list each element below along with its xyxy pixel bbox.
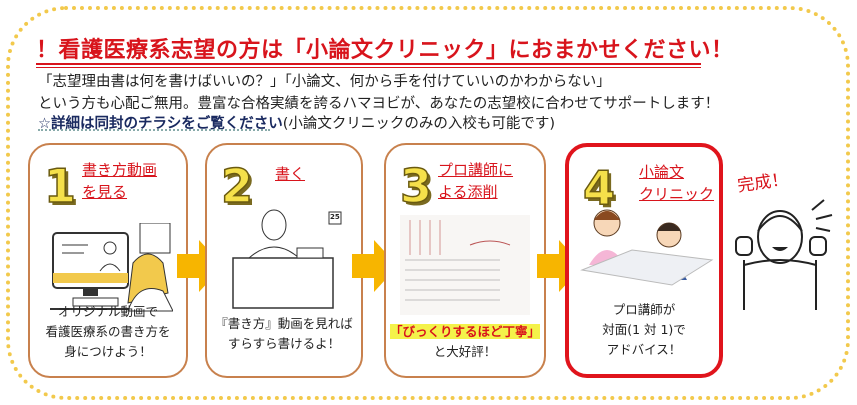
step-number: 2 — [220, 158, 254, 214]
note-bold: ☆詳細は同封のチラシをご覧ください — [38, 116, 283, 132]
calendar-label: 25 — [330, 213, 340, 221]
happy-person-illustration — [735, 199, 833, 310]
note-underline — [38, 129, 270, 131]
corrected-paper-illustration — [400, 215, 530, 315]
page-title: ！看護医療系志望の方は「小論文クリニック」におまかせください！ — [36, 38, 734, 63]
step-title: 書き方動画を見る — [82, 161, 158, 201]
title-underline-2 — [36, 67, 701, 68]
step-number: 3 — [399, 158, 433, 214]
step-title: 小論文クリニック — [639, 163, 715, 203]
step-caption: オリジナル動画で看護医療系の書き方を身につけよう！ — [45, 304, 171, 359]
step-title: 書く — [275, 165, 306, 183]
step-card-3: 3 プロ講師による添削 「びっくりするほど丁寧」と大好評！ — [384, 143, 546, 378]
consultation-illustration — [580, 209, 714, 286]
arrow-right-icon — [177, 240, 223, 292]
writing-student-illustration — [232, 209, 342, 309]
title-underline — [36, 63, 701, 65]
step-number: 4 — [582, 160, 616, 216]
intro-line-1: 「志望理由書は何を書けばいいの？」「小論文、何から手を付けていいのかわからない」 — [38, 74, 611, 90]
highlight-text: 「びっくりするほど丁寧」 — [389, 324, 540, 339]
intro-line-2: という方も心配ご無用。豊富な合格実績を誇るハマヨビが、あなたの志望校に合わせてサ… — [38, 96, 720, 112]
arrow-right-icon — [352, 240, 398, 292]
dotted-frame — [6, 6, 850, 400]
note-rest: (小論文クリニックのみの入校も可能です) — [282, 116, 556, 132]
arrow-right-icon — [537, 240, 583, 292]
step-caption: 「びっくりするほど丁寧」と大好評！ — [389, 324, 540, 359]
intro-note: ☆詳細は同封のチラシをご覧ください(小論文クリニックのみの入校も可能です) — [38, 112, 555, 133]
step-caption: 『書き方』動画を見ればすらすら書けるよ！ — [215, 316, 353, 351]
step-caption: プロ講師が対面(1 対 1)でアドバイス！ — [602, 302, 686, 357]
step-card-4: 4 小論文クリニック プロ講師が対面(1 対 1)でアドバイス！ — [565, 143, 723, 378]
step-title: プロ講師による添削 — [438, 161, 514, 201]
step-number: 1 — [43, 158, 77, 214]
step-card-1: 1 書き方動画を見る オリジナル動画で看護医療系の書き方を身につけよう！ — [28, 143, 188, 378]
video-lesson-illustration — [50, 223, 173, 312]
step-card-2: 2 書く 25 『書き方』動画を見ればすらすら書けるよ！ — [205, 143, 363, 378]
